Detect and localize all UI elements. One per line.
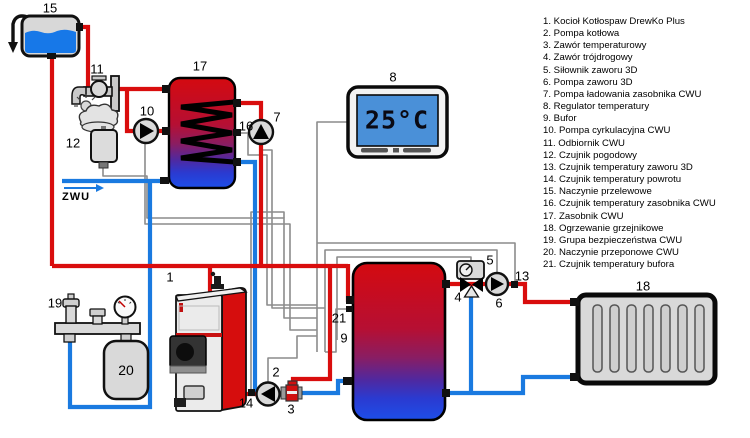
component-label-18: 18 (635, 278, 651, 294)
component-label-15: 15 (42, 0, 58, 16)
legend-item: 19. Grupa bezpieczeństwa CWU (543, 234, 683, 246)
legend-item: 3. Zawór temperaturowy (543, 40, 647, 52)
pipe-buffer-feed (345, 264, 351, 303)
pump-arrow-icon (140, 123, 154, 139)
radiator (570, 292, 718, 386)
pump-arrow-icon (491, 277, 504, 291)
wire-sensor-14 (250, 211, 285, 389)
legend: 1. Kocioł Kotłospaw DrewKo Plus 2. Pompa… (543, 16, 749, 271)
controller-button-left[interactable] (361, 148, 388, 153)
component-label-13: 13 (514, 268, 530, 284)
wire-actuator-5 (336, 256, 472, 340)
legend-item: 18. Ogrzewanie grzejnikowe (543, 222, 664, 234)
controller-screen (356, 94, 439, 147)
wire-pump-2 (267, 335, 317, 383)
legend-item: 13. Czujnik temperatury zaworu 3D (543, 161, 693, 173)
component-label-3: 3 (287, 401, 295, 417)
component-label-14: 14 (238, 395, 254, 411)
legend-item: 10. Pompa cyrkulacyjna CWU (543, 125, 671, 137)
legend-item: 20. Naczynie przeponowe CWU (543, 246, 679, 258)
component-label-8: 8 (389, 69, 397, 85)
legend-item: 15. Naczynie przelewowe (543, 186, 652, 198)
controller-button-mid[interactable] (393, 148, 399, 153)
pipe-coil-return (240, 159, 258, 392)
cwu-safety-group (54, 293, 141, 343)
cwu-circulation-pump (132, 117, 160, 145)
pump-arrow-icon (261, 386, 275, 402)
legend-item: 8. Regulator temperatury (543, 101, 650, 113)
sensor-13-dot (511, 281, 518, 288)
legend-item: 16. Czujnik temperatury zasobnika CWU (543, 198, 716, 210)
vessel-water (25, 29, 76, 53)
component-label-1: 1 (166, 269, 174, 285)
component-label-20: 20 (118, 362, 134, 378)
valve-pump (484, 271, 510, 297)
cold-pipes (62, 159, 576, 410)
component-label-9: 9 (340, 330, 348, 346)
thermal-valve (280, 380, 303, 402)
component-label-7: 7 (273, 109, 281, 125)
overflow-vessel (8, 14, 83, 59)
boiler-pump (255, 381, 281, 407)
wire-pump-10 (144, 143, 317, 331)
temperature-readout: 25°C (364, 105, 430, 135)
controller-wire (316, 121, 348, 352)
legend-item: 17. Zasobnik CWU (543, 210, 624, 222)
legend-item: 14. Czujnik temperatury powrotu (543, 174, 682, 186)
expansion-vessel (102, 333, 150, 401)
buffer-tank (343, 261, 450, 422)
pressure-reducer-icon (89, 308, 106, 325)
legend-item: 2. Pompa kotłowa (543, 28, 620, 40)
component-label-21: 21 (331, 310, 347, 326)
overflow-arrow-icon (8, 42, 18, 53)
ash-door (183, 385, 205, 400)
pipe-safety-branch (67, 181, 153, 410)
controller-button-right[interactable] (403, 148, 431, 153)
legend-item: 12. Czujnik pogodowy (543, 149, 637, 161)
component-label-11: 11 (90, 61, 104, 77)
wire-sensor-13 (317, 242, 516, 281)
pump-arrow-icon (253, 124, 269, 139)
legend-item: 9. Bufor (543, 113, 577, 125)
component-label-6: 6 (495, 295, 503, 311)
valve-actuator (456, 260, 485, 280)
component-label-12: 12 (65, 135, 81, 151)
temperature-controller (346, 85, 449, 159)
sensor-14-dot (248, 389, 255, 396)
wire-weather-12 (102, 167, 317, 319)
legend-item: 11. Odbiornik CWU (543, 137, 625, 149)
weather-sensor (74, 94, 119, 169)
heating-coil (180, 99, 235, 165)
zwu-label: ZWU (62, 191, 91, 203)
boiler-flue-icon (214, 276, 221, 286)
legend-item: 21. Czujnik temperatury bufora (543, 259, 675, 271)
cwu-tank (160, 76, 241, 190)
legend-item: 5. Siłownik zaworu 3D (543, 64, 638, 76)
component-label-19: 19 (47, 295, 63, 311)
component-label-5: 5 (486, 252, 494, 268)
sensor-wires (102, 121, 516, 389)
legend-item: 1. Kocioł Kotłospaw DrewKo Plus (543, 16, 685, 27)
legend-item: 7. Pompa ładowania zasobnika CWU (543, 88, 702, 100)
wire-pump-6 (324, 249, 498, 352)
legend-item: 4. Zawór trójdrogowy (543, 52, 633, 64)
component-label-17: 17 (192, 58, 208, 74)
component-label-10: 10 (139, 103, 155, 119)
pipe-radiator-return (447, 374, 576, 396)
cwu-loading-pump (247, 118, 275, 146)
wire-pump-7 (260, 144, 325, 309)
three-way-valve (460, 277, 483, 298)
boiler (169, 271, 248, 412)
component-label-2: 2 (272, 364, 280, 380)
legend-item: 6. Pompa zaworu 3D (543, 76, 633, 88)
pressure-gauge-icon (113, 295, 137, 325)
zwu-flow-arrow-icon (64, 184, 104, 192)
safety-valve-icon (62, 293, 80, 324)
component-label-16: 16 (238, 118, 254, 134)
pipe-coil-supply (235, 100, 264, 264)
wire-sensor-16 (241, 132, 317, 306)
component-label-4: 4 (454, 289, 462, 305)
